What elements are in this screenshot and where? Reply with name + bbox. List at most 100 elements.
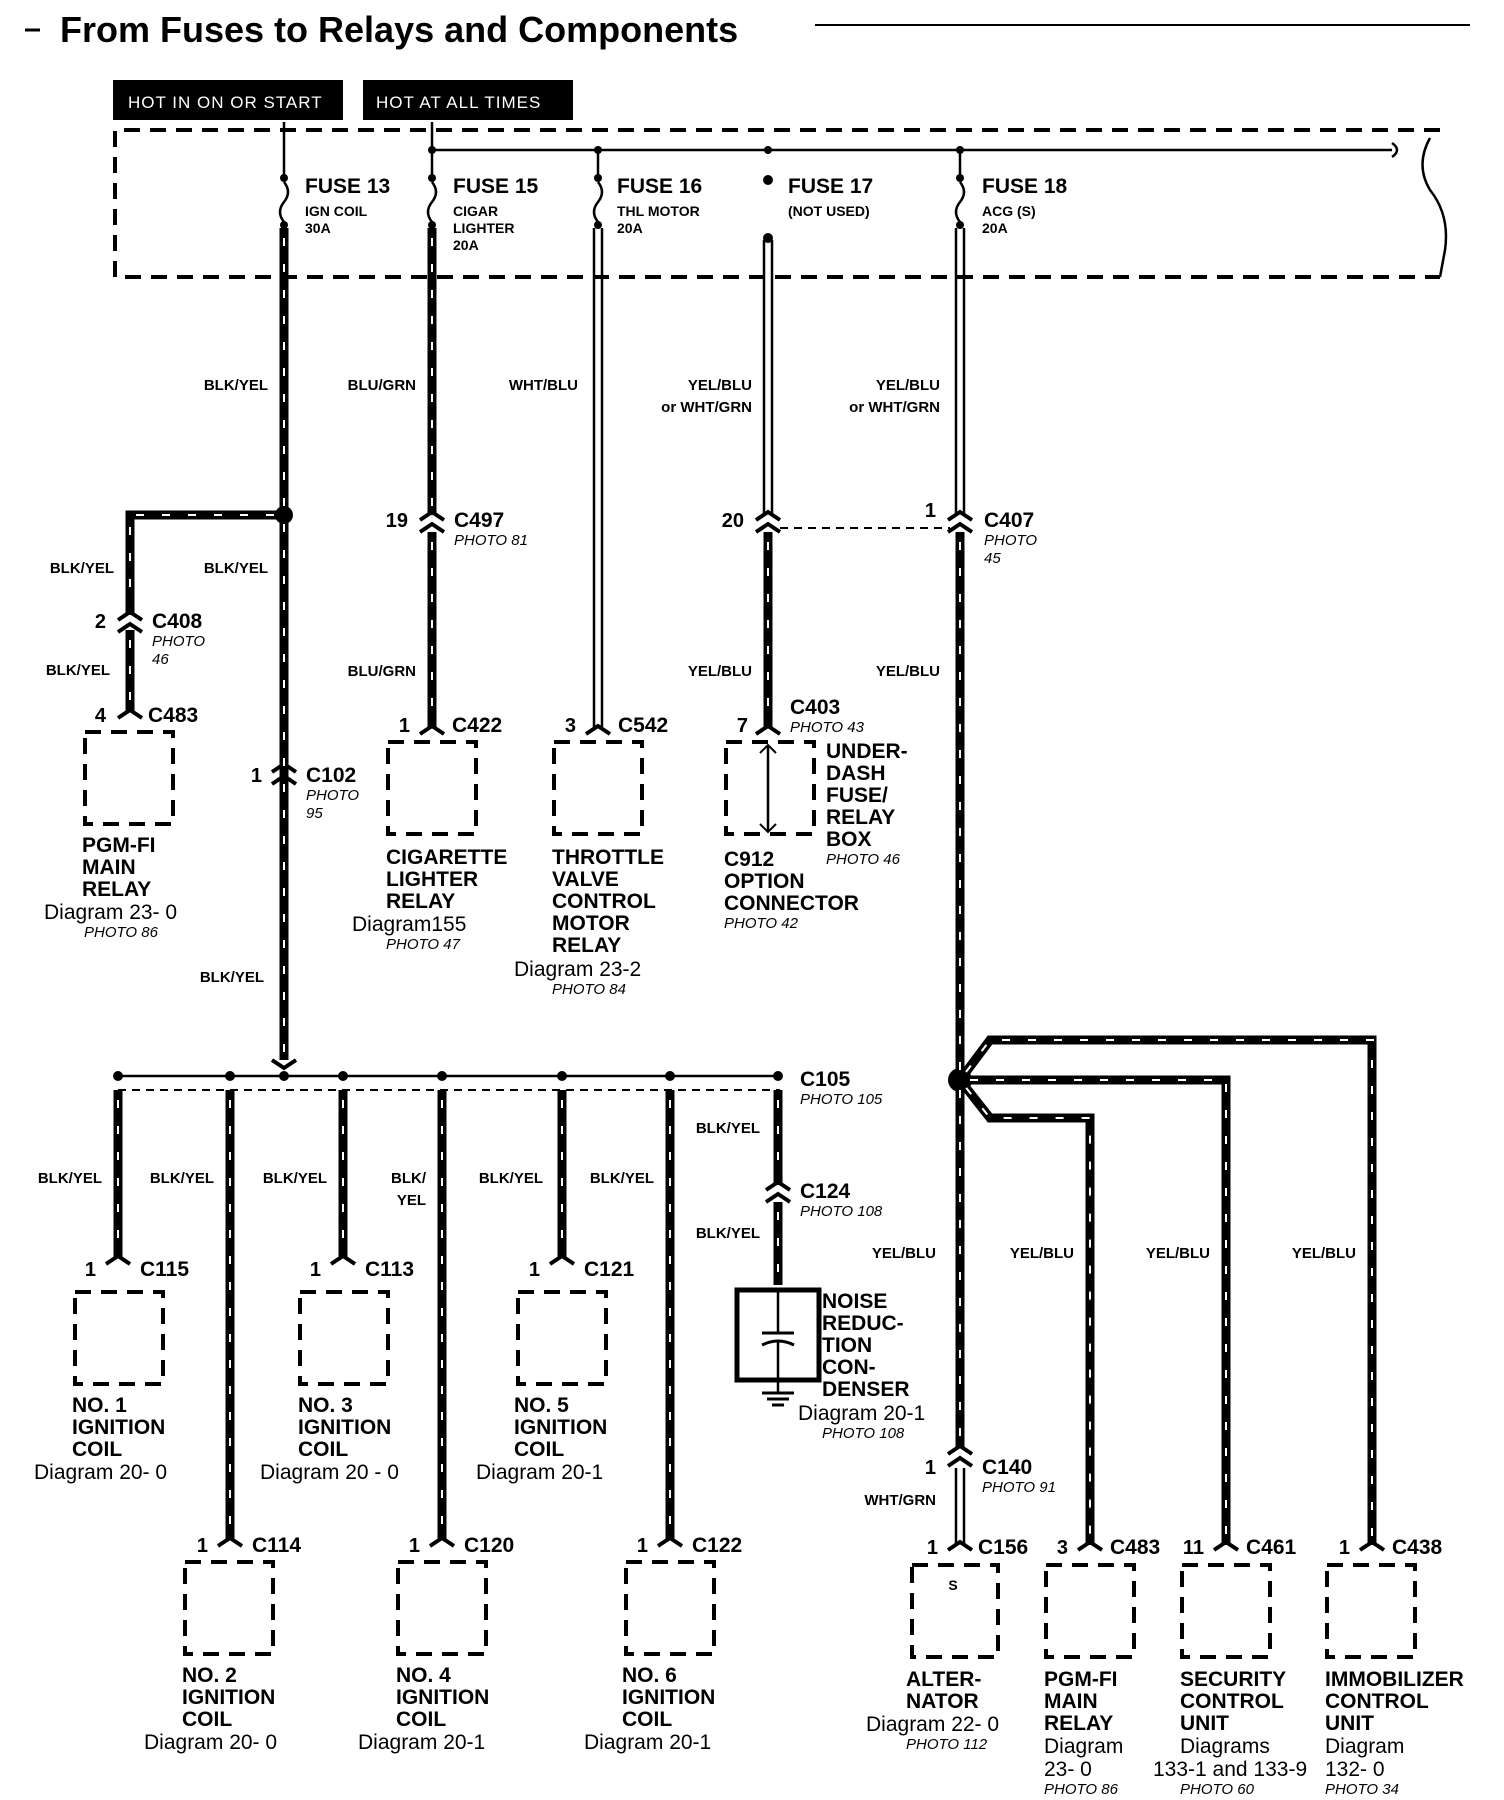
- pgmfi-relay-a-l1: PGM-FI: [82, 834, 156, 857]
- c122-pin: 1: [637, 1535, 648, 1557]
- c122-label: C122: [692, 1534, 742, 1557]
- immobilizer-unit-l1: IMMOBILIZER: [1325, 1668, 1464, 1691]
- coil2-l3: COIL: [182, 1708, 232, 1731]
- cigarette-relay-l2: LIGHTER: [386, 868, 478, 891]
- underdash-box-l1: UNDER-: [826, 740, 908, 763]
- c403-pin: 7: [737, 715, 748, 737]
- fuse13-rating: 30A: [305, 220, 331, 236]
- wire-stripe-ticks: [117, 238, 1374, 1536]
- coil2-box: [183, 1560, 275, 1656]
- security-unit-l3: UNIT: [1180, 1712, 1229, 1735]
- c156-pin: 1: [927, 1537, 938, 1559]
- c438-pin: 1: [1339, 1537, 1350, 1559]
- immobilizer-unit-diagram-2: 132- 0: [1325, 1758, 1385, 1781]
- alternator-terminal: S: [948, 1577, 957, 1593]
- wire-label-blk-yel-5: BLK/YEL: [200, 969, 264, 986]
- wire-label-blk-yel-8: BLK/YEL: [150, 1170, 214, 1187]
- underdash-box-l5: BOX: [826, 828, 872, 851]
- c124-photo: PHOTO 108: [800, 1203, 883, 1220]
- pgmfi-relay-a-l2: MAIN: [82, 856, 136, 879]
- throttle-relay-l4: MOTOR: [552, 912, 630, 935]
- c408-pin: 2: [95, 611, 106, 633]
- wire-label-or-wht-grn-2: or WHT/GRN: [849, 399, 940, 416]
- wire-label-wht-blu: WHT/BLU: [509, 377, 578, 394]
- c121-pin: 1: [529, 1259, 540, 1281]
- c912-option-l1: C912: [724, 848, 774, 871]
- c114-pin: 1: [197, 1535, 208, 1557]
- wire-label-blk-yel-9: BLK/YEL: [263, 1170, 327, 1187]
- coil1-l3: COIL: [72, 1438, 122, 1461]
- c483a-pin: 4: [95, 705, 107, 727]
- pgmfi-relay-b-photo: PHOTO 86: [1044, 1781, 1119, 1798]
- c105-photo: PHOTO 105: [800, 1091, 883, 1108]
- page-title: From Fuses to Relays and Components: [60, 9, 738, 50]
- condenser-photo: PHOTO 108: [822, 1425, 905, 1442]
- wire-tracer-tick: [965, 1087, 972, 1095]
- c124-label: C124: [800, 1180, 851, 1203]
- wire-label-yel-blu-5: YEL/BLU: [872, 1245, 936, 1262]
- security-unit-box: [1180, 1563, 1272, 1659]
- c912-pin: 20: [722, 510, 744, 532]
- condenser-l2: REDUC-: [822, 1312, 904, 1335]
- coil5-l3: COIL: [514, 1438, 564, 1461]
- wire-label-blk-yel-12: BLK/YEL: [696, 1225, 760, 1242]
- pgmfi-relay-b-l1: PGM-FI: [1044, 1668, 1118, 1691]
- wire-yel-blu-immobilizer: [956, 1035, 1377, 1545]
- pgmfi-relay-a-l3: RELAY: [82, 878, 151, 901]
- coil3-l2: IGNITION: [298, 1416, 391, 1439]
- fuse-symbol-16: [592, 174, 604, 229]
- fuse16-label: FUSE 16: [617, 175, 702, 198]
- fuse-box-break: [1421, 137, 1448, 278]
- coil3-l3: COIL: [298, 1438, 348, 1461]
- fuse-symbol-18: [954, 174, 966, 229]
- pgmfi-relay-b-diagram-2: 23- 0: [1044, 1758, 1092, 1781]
- c102-photo-2: 95: [306, 805, 323, 822]
- wire-yel-blu-pgmfi: [956, 1077, 1095, 1545]
- coil1-l2: IGNITION: [72, 1416, 165, 1439]
- wire-tracer-tick: [965, 1065, 972, 1073]
- pgmfi-relay-a-box: [83, 730, 175, 826]
- wire-label-yel-blu-2: YEL/BLU: [876, 377, 940, 394]
- immobilizer-unit-l3: UNIT: [1325, 1712, 1374, 1735]
- wire-label-blk-yel-1: BLK/YEL: [204, 377, 268, 394]
- cigarette-relay-diagram: Diagram155: [352, 913, 466, 936]
- throttle-relay-box: [552, 740, 644, 836]
- immobilizer-unit-photo: PHOTO 34: [1325, 1781, 1399, 1798]
- c407-photo: PHOTO: [984, 532, 1037, 549]
- wire-label-blu-grn-1: BLU/GRN: [348, 377, 416, 394]
- c483b-label: C483: [1110, 1536, 1160, 1559]
- wire-label-blk: BLK/: [391, 1170, 427, 1187]
- c461-pin: 11: [1183, 1537, 1204, 1559]
- c403-photo: PHOTO 43: [790, 719, 865, 736]
- c542-label: C542: [618, 714, 668, 737]
- c120-pin: 1: [409, 1535, 420, 1557]
- security-unit-photo: PHOTO 60: [1180, 1781, 1255, 1798]
- header-hot-in-on-or-start-label: HOT IN ON OR START: [128, 93, 323, 112]
- fuse-bus-drops: [428, 146, 964, 185]
- coil5-diagram: Diagram 20-1: [476, 1461, 603, 1484]
- condenser-diagram: Diagram 20-1: [798, 1402, 925, 1425]
- coil2-l2: IGNITION: [182, 1686, 275, 1709]
- wire-label-blk-yel-2: BLK/YEL: [50, 560, 114, 577]
- condenser-symbol: [734, 1287, 822, 1407]
- wire-label-or-wht-grn-1: or WHT/GRN: [661, 399, 752, 416]
- header-hot-at-all-times-label: HOT AT ALL TIMES: [376, 93, 541, 112]
- c114-label: C114: [252, 1534, 301, 1557]
- fuse-bus-break: [1391, 141, 1399, 159]
- coil6-diagram: Diagram 20-1: [584, 1731, 711, 1754]
- alternator-diagram: Diagram 22- 0: [866, 1713, 999, 1736]
- fuse15-name2: LIGHTER: [453, 220, 514, 236]
- header-hot-at-all-times: [363, 80, 573, 120]
- underdash-box-l3: FUSE/: [826, 784, 888, 807]
- pgmfi-relay-b-box: [1044, 1563, 1136, 1659]
- c121-label: C121: [584, 1258, 635, 1281]
- throttle-relay-l1: THROTTLE: [552, 846, 664, 869]
- coil4-l2: IGNITION: [396, 1686, 489, 1709]
- fuse18-rating: 20A: [982, 220, 1008, 236]
- c113-pin: 1: [310, 1259, 321, 1281]
- fuse13-label: FUSE 13: [305, 175, 390, 198]
- coil1-box: [73, 1290, 165, 1386]
- security-unit-diagram-2: 133-1 and 133-9: [1153, 1758, 1307, 1781]
- alternator-photo: PHOTO 112: [906, 1736, 988, 1753]
